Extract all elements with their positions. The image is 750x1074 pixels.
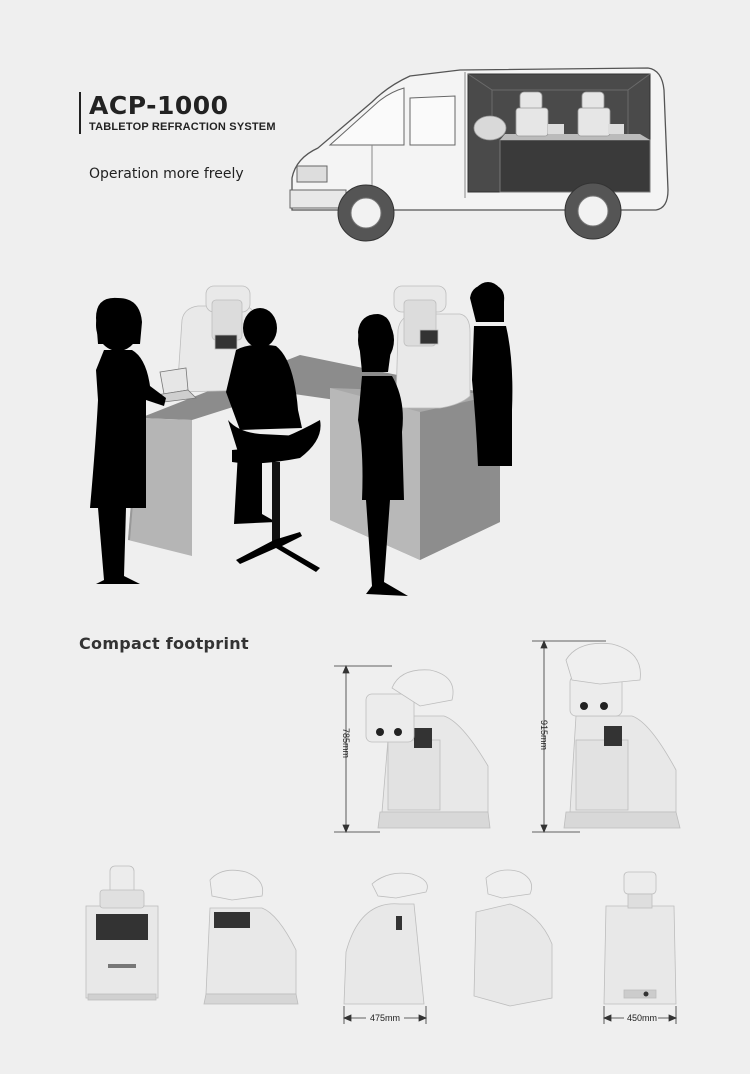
dimension-line-475 — [342, 1006, 428, 1024]
exam-room-scene — [90, 282, 513, 596]
tagline: Operation more freely — [89, 166, 244, 182]
device-view-back — [603, 871, 677, 1005]
product-name: ACP-1000 — [89, 91, 229, 120]
van-illustration — [289, 67, 669, 242]
bar-stool — [232, 420, 321, 572]
device-view-front — [85, 865, 159, 1001]
dimension-label-475: 475mm — [370, 1013, 401, 1023]
dimension-label-785: 785mm — [341, 728, 351, 759]
dimension-line-785 — [334, 664, 392, 834]
device-views-dimensioned — [334, 639, 681, 834]
title-block: ACP-1000 TABLETOP REFRACTION SYSTEM — [79, 92, 276, 134]
silhouette-woman-left — [90, 297, 166, 584]
silhouette-woman-right — [470, 282, 513, 466]
device-views-row — [85, 865, 678, 1024]
dimension-label-915: 915mm — [539, 720, 549, 751]
dimension-label-450: 450mm — [627, 1013, 658, 1023]
device-view-rear — [473, 869, 553, 1007]
product-subtitle: TABLETOP REFRACTION SYSTEM — [89, 121, 276, 133]
dimension-line-915 — [532, 639, 606, 834]
device-view-915 — [563, 642, 681, 829]
device-view-threequarter — [203, 869, 299, 1005]
section-title-footprint: Compact footprint — [79, 634, 249, 653]
silhouette-woman-middle — [358, 314, 408, 596]
device-view-785 — [365, 669, 491, 829]
dimension-line-450 — [602, 1006, 678, 1024]
device-right — [393, 285, 471, 409]
device-view-side — [343, 872, 428, 1005]
